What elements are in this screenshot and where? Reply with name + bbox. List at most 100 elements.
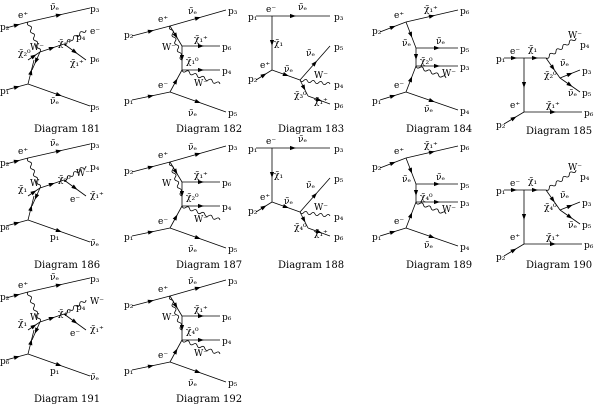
- arrow-head: [566, 213, 573, 219]
- arrow-head: [55, 283, 62, 288]
- particle-label: p₅: [582, 89, 592, 99]
- particle-label: ν̃ₑ: [298, 2, 307, 13]
- particle-label: p₅: [228, 245, 238, 255]
- arrow-head: [194, 152, 201, 157]
- particle-label: χ̃₁⁺: [70, 58, 84, 69]
- particle-label: ν̃ₑ: [306, 180, 315, 191]
- boson-line: [26, 291, 42, 323]
- particle-label: W⁻: [194, 79, 208, 89]
- arrow-head: [311, 60, 317, 67]
- particle-label: ν̃ₑ: [568, 220, 577, 231]
- diagram-caption: Diagram 190: [526, 260, 592, 271]
- particle-label: ν̃ₑ: [90, 372, 99, 383]
- particle-label: W: [162, 179, 172, 189]
- arrow-head: [532, 55, 538, 61]
- particle-label: χ̃₁: [18, 318, 27, 329]
- arrow-head: [198, 67, 204, 73]
- particle-label: p₁: [248, 13, 257, 23]
- particle-label: p₄: [460, 107, 470, 117]
- particle-label: p₅: [228, 109, 238, 119]
- arrow-head: [315, 97, 322, 102]
- particle-label: e⁺: [260, 61, 270, 71]
- particle-label: p₂: [372, 163, 382, 173]
- arrow-head: [28, 69, 33, 76]
- arrow-head: [198, 203, 204, 209]
- diagram-caption: Diagram 184: [406, 124, 472, 135]
- particle-label: e⁻: [266, 5, 276, 15]
- particle-label: p₄: [222, 203, 232, 213]
- particle-label: p₂: [496, 121, 506, 131]
- particle-label: W⁻: [442, 205, 456, 215]
- boson-line: [415, 201, 447, 215]
- particle-label: W⁻: [442, 69, 456, 79]
- arrow-head: [71, 318, 78, 324]
- particle-label: p₄: [460, 243, 470, 253]
- arrow-head: [290, 13, 296, 19]
- particle-label: ν̃ₑ: [188, 6, 197, 17]
- arrow-head: [194, 286, 201, 291]
- arrow-head: [194, 99, 201, 104]
- particle-label: W: [30, 313, 40, 323]
- particle-label: ν̃ₑ: [424, 104, 433, 115]
- particle-label: ν̃ₑ: [284, 64, 293, 75]
- particle-label: ν̃ₑ: [424, 240, 433, 251]
- particle-label: e⁻: [158, 81, 168, 91]
- arrow-head: [172, 168, 178, 175]
- particle-label: W: [30, 179, 40, 189]
- arrow-head: [260, 73, 267, 79]
- arrow-head: [260, 205, 267, 211]
- arrow-head: [13, 293, 20, 298]
- arrow-head: [407, 31, 413, 38]
- diagram-caption: Diagram 186: [34, 260, 100, 271]
- particle-label: e⁻: [158, 217, 168, 227]
- particle-label: p₆: [222, 43, 232, 53]
- arrow-head: [172, 78, 178, 85]
- particle-label: χ̃₂⁰: [58, 174, 71, 185]
- particle-label: e⁺: [394, 147, 404, 157]
- particle-label: p₂: [372, 27, 382, 37]
- arrow-head: [198, 179, 204, 185]
- particle-label: e⁻: [394, 217, 404, 227]
- arrow-head: [28, 205, 33, 212]
- arrow-head: [179, 191, 185, 197]
- boson-line: [168, 25, 183, 61]
- particle-label: p₂: [124, 301, 134, 311]
- arrow-head: [407, 212, 413, 219]
- boson-line: [181, 339, 221, 355]
- arrow-head: [532, 187, 538, 193]
- arrow-head: [428, 150, 435, 155]
- particle-label: W⁻: [90, 297, 104, 307]
- arrow-head: [71, 48, 78, 54]
- particle-label: e⁺: [158, 15, 168, 25]
- arrow-head: [413, 190, 419, 196]
- diagram-caption: Diagram 187: [176, 260, 242, 271]
- particle-label: χ̃₄⁰: [186, 326, 199, 337]
- diagram-caption: Diagram 183: [278, 124, 344, 135]
- arrow-head: [434, 199, 440, 205]
- arrow-head: [179, 325, 185, 331]
- particle-label: p₄: [580, 173, 590, 183]
- arrow-head: [13, 23, 20, 28]
- particle-label: ν̃ₑ: [560, 58, 569, 69]
- particle-label: p₃: [228, 143, 238, 153]
- particle-label: p₁: [124, 233, 133, 243]
- particle-label: p₂: [0, 23, 10, 33]
- particle-label: ν̃ₑ: [50, 2, 59, 13]
- particle-label: W⁻: [314, 71, 328, 81]
- boson-line: [545, 169, 577, 191]
- arrow-head: [48, 182, 55, 187]
- particle-label: χ̃₁⁺: [314, 96, 328, 107]
- particle-label: χ̃₁⁺: [424, 4, 438, 15]
- particle-label: p₁: [496, 55, 505, 65]
- diagram-caption: Diagram 192: [176, 394, 242, 404]
- particle-label: p₅: [582, 221, 592, 231]
- particle-label: W⁻: [194, 215, 208, 225]
- particle-label: p₃: [582, 67, 592, 77]
- arrow-head: [172, 348, 178, 355]
- arrow-head: [549, 64, 555, 71]
